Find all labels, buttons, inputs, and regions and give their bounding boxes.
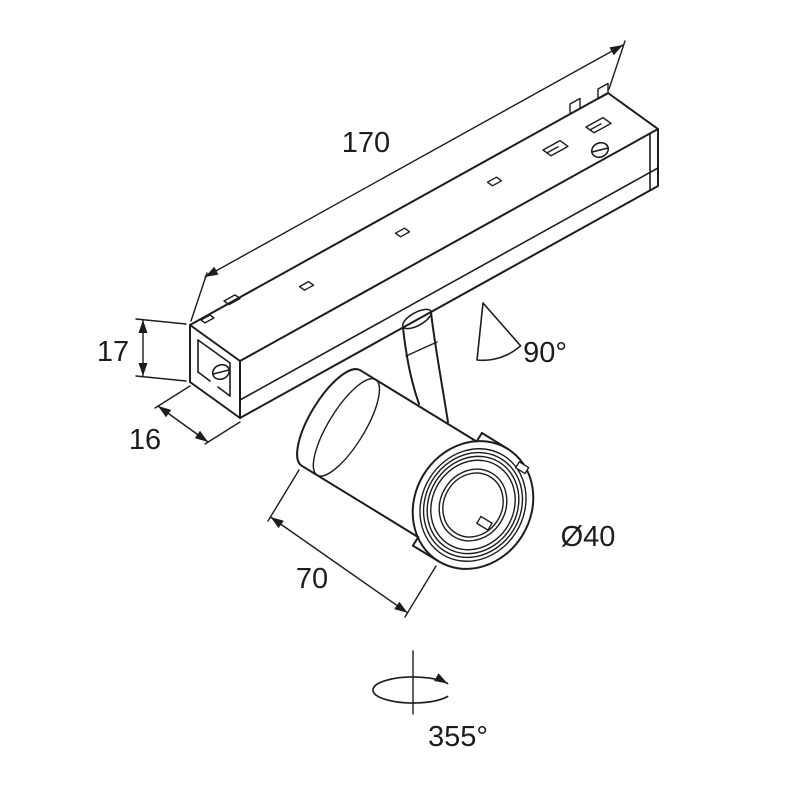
arrowhead xyxy=(270,517,284,529)
track-outline xyxy=(189,92,659,419)
dim-label-track-width: 16 xyxy=(129,424,161,456)
spotlight-body xyxy=(296,368,509,563)
track-clips xyxy=(542,82,612,157)
body-back-cap xyxy=(296,368,362,467)
dim-label-track-height: 17 xyxy=(97,336,129,368)
screw-icon xyxy=(590,141,610,159)
dim-label-body-length: 70 xyxy=(296,563,328,595)
dimension-track-length: 170 xyxy=(190,40,626,322)
arrowhead xyxy=(609,45,623,56)
screw-icon xyxy=(211,363,231,381)
dimension-track-width: 16 xyxy=(129,385,241,456)
arrowhead xyxy=(194,430,208,442)
track-front-groove xyxy=(239,167,659,401)
rotation-indicator: 355° xyxy=(372,650,488,753)
arrowhead xyxy=(205,266,219,277)
track-left-depth-edge xyxy=(189,324,241,362)
rotation-angle-label: 355° xyxy=(428,721,488,753)
track-left-tabs xyxy=(200,294,241,324)
arrowhead xyxy=(158,406,172,418)
spotlight-stem xyxy=(401,308,449,423)
body-top-edge xyxy=(359,369,478,443)
spotlight-front-rings xyxy=(411,440,535,570)
arrowhead xyxy=(138,320,148,333)
rotation-arc-icon xyxy=(372,676,449,704)
dim-label-track-length: 170 xyxy=(342,127,390,159)
track-profile-section xyxy=(197,339,231,397)
track-rail xyxy=(189,82,659,419)
track-top-front-edge xyxy=(239,128,659,362)
spotlight-head xyxy=(296,308,535,570)
arrowhead xyxy=(138,363,148,376)
ring-notch xyxy=(514,461,530,475)
ring-notch xyxy=(476,515,493,531)
tilt-angle-label: 90° xyxy=(523,337,567,369)
dimension-track-height: 17 xyxy=(97,318,187,382)
diameter-label: Ø40 xyxy=(561,521,616,553)
tilt-wedge-icon xyxy=(476,302,522,362)
dimension-body-length: 70 xyxy=(267,469,437,618)
arrowhead xyxy=(394,601,408,613)
arrowhead xyxy=(434,673,448,684)
body-seam-ring xyxy=(312,378,381,477)
track-top-slots xyxy=(298,176,503,291)
tilt-indicator: 90° xyxy=(476,302,567,369)
stem-joint-line xyxy=(405,341,438,357)
body-bottom-edge xyxy=(300,464,420,539)
